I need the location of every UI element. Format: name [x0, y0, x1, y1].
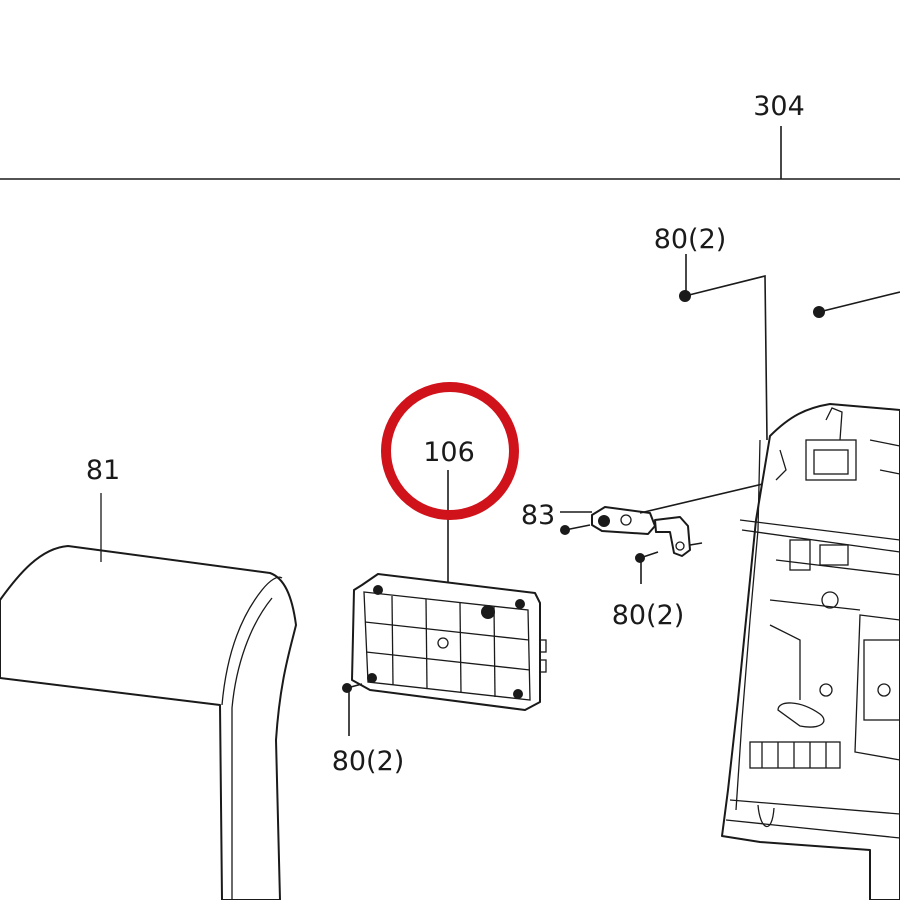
- callout-83: 83: [521, 500, 555, 531]
- screw-80-latch: [635, 551, 659, 584]
- highlight-circle: [381, 382, 519, 520]
- callout-80-bracket: 80(2): [332, 746, 405, 777]
- callout-80-latch: 80(2): [612, 600, 685, 631]
- callout-80-upper: 80(2): [654, 224, 727, 255]
- callout-304: 304: [753, 91, 805, 122]
- part-106-bracket: [351, 470, 547, 711]
- part-304-leader: [0, 126, 900, 180]
- screw-80-bracket: [342, 683, 363, 736]
- screws-80-upper: [679, 254, 900, 441]
- part-83-latch: [560, 478, 785, 557]
- callout-106: 106: [423, 437, 475, 468]
- main-housing: [721, 403, 900, 900]
- part-81-panel: [0, 493, 297, 900]
- callout-81: 81: [86, 455, 120, 486]
